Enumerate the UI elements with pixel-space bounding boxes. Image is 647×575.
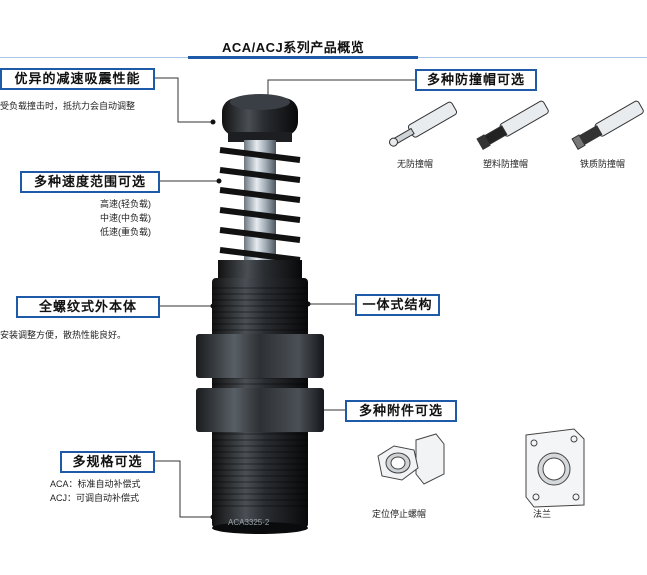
- label-integral: 一体式结构: [355, 294, 440, 316]
- title-accent-bar: [188, 56, 418, 59]
- speed-line-mid: 中速(中负载): [100, 213, 151, 223]
- accessory-caption-flange: 法兰: [533, 509, 552, 519]
- thread-desc: 安装调整方便，散热性能良好。: [0, 330, 127, 340]
- cap-caption-steel: 铁质防撞帽: [580, 159, 626, 169]
- label-speed: 多种速度范围可选: [20, 171, 160, 193]
- cap-variants-image: [389, 100, 644, 151]
- spec-line-acj: ACJ：可调自动补偿式: [50, 493, 140, 503]
- label-accessories: 多种附件可选: [345, 400, 457, 422]
- label-absorb: 优异的减速吸震性能: [0, 68, 155, 90]
- product-marking: ACA3325-2: [228, 518, 270, 527]
- flange-image: [525, 428, 585, 508]
- accessory-caption-nut: 定位停止螺帽: [372, 509, 427, 519]
- speed-line-high: 高速(轻负载): [100, 199, 151, 209]
- label-thread: 全螺纹式外本体: [16, 296, 160, 318]
- spec-line-aca: ACA：标准自动补偿式: [50, 479, 141, 489]
- label-caps: 多种防撞帽可选: [415, 69, 537, 91]
- cap-caption-none: 无防撞帽: [397, 159, 434, 169]
- shock-absorber-image: [196, 94, 324, 534]
- stop-nut-image: [377, 433, 445, 485]
- cap-caption-plastic: 塑料防撞帽: [483, 159, 529, 169]
- speed-line-low: 低速(重负载): [100, 227, 151, 237]
- page-title: ACA/ACJ系列产品概览: [222, 40, 365, 55]
- absorb-desc: 受负载撞击时，抵抗力会自动调整: [0, 101, 136, 111]
- label-spec: 多规格可选: [60, 451, 155, 473]
